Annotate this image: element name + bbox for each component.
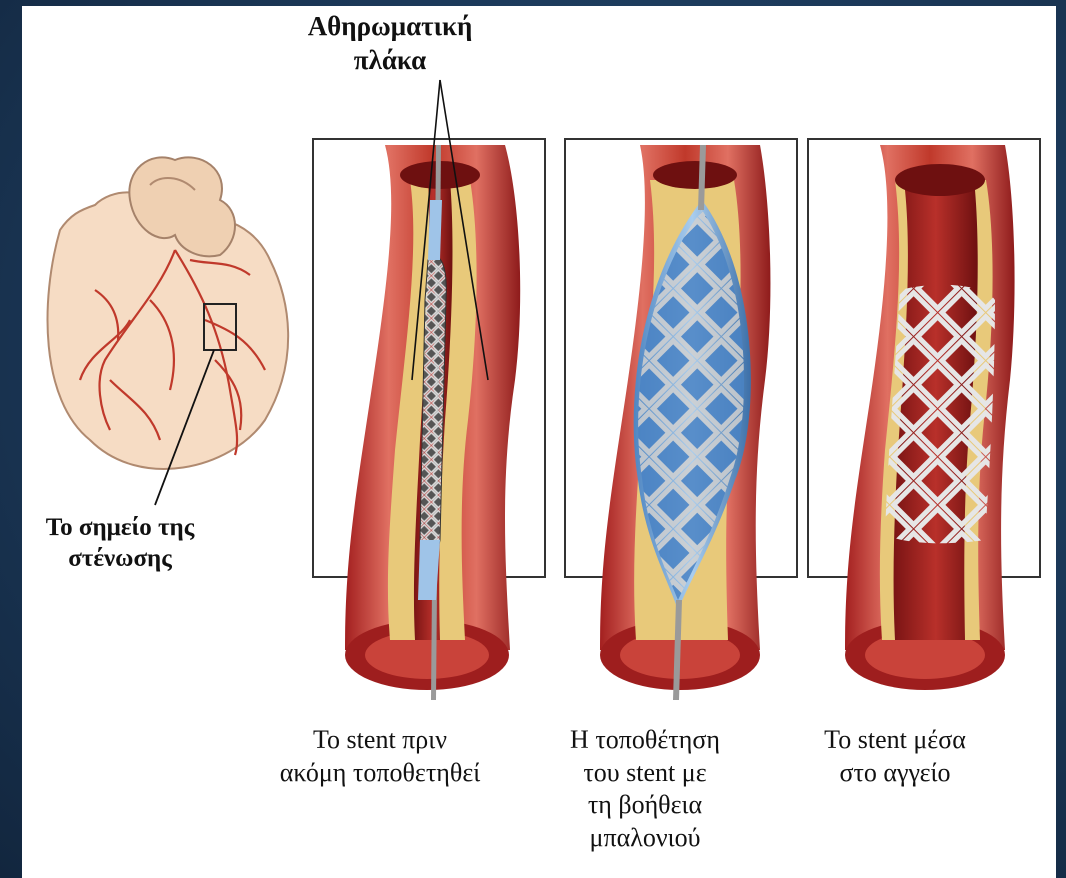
caption-stent-placement: Η τοποθέτηση του stent με τη βοήθεια μπα… [520, 724, 770, 854]
caption-2-line-2: του stent με [520, 757, 770, 790]
stenosis-label-line-1: Το σημείο της [20, 512, 220, 543]
caption-2-line-1: Η τοποθέτηση [520, 724, 770, 757]
plaque-label-line-2: πλάκα [300, 44, 480, 78]
stenosis-label-line-2: στένωσης [20, 543, 220, 574]
caption-3-line-1: Το stent μέσα [780, 724, 1010, 757]
plaque-label-line-1: Αθηρωματική [300, 10, 480, 44]
heart-illustration [48, 157, 289, 505]
caption-2-line-3: τη βοήθεια [520, 789, 770, 822]
caption-3-line-2: στο αγγείο [780, 757, 1010, 790]
caption-1-line-2: ακόμη τοποθετηθεί [250, 757, 510, 790]
caption-1-line-1: Το stent πριν [250, 724, 510, 757]
plaque-label: Αθηρωματική πλάκα [300, 10, 480, 78]
stenosis-site-label: Το σημείο της στένωσης [20, 512, 220, 575]
caption-stent-inside: Το stent μέσα στο αγγείο [780, 724, 1010, 789]
caption-stent-before: Το stent πριν ακόμη τοποθετηθεί [250, 724, 510, 789]
caption-2-line-4: μπαλονιού [520, 822, 770, 855]
